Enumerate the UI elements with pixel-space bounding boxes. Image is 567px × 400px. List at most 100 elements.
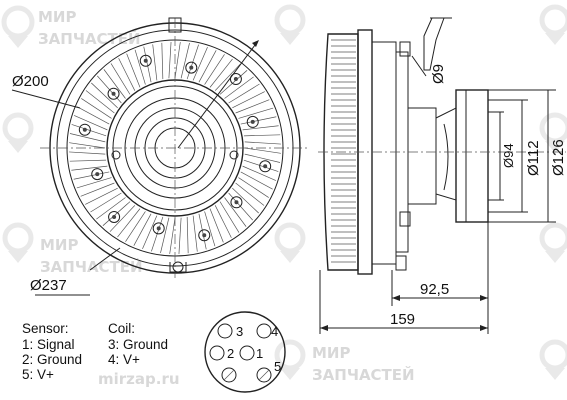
- dim-diameter-200: Ø200: [12, 73, 49, 90]
- front-bolts: [78, 54, 272, 242]
- dim-diameter-94: Ø94: [501, 143, 516, 168]
- connector-pin-1: [239, 345, 255, 361]
- fin: [160, 217, 170, 254]
- side-spring-curve: [443, 123, 449, 191]
- connector-pin-5-mark: [258, 369, 270, 381]
- watermark-text-mir: МИР: [38, 8, 76, 26]
- fin: [242, 125, 279, 131]
- side-coupling-taper: [435, 107, 457, 201]
- watermark-layer: МИР ЗАПЧАСТЕЙ МИР ЗАПЧАСТЕЙ: [1, 4, 567, 388]
- bolt: [185, 61, 198, 74]
- fin: [232, 187, 259, 214]
- watermark-text-mir: МИР: [312, 344, 350, 362]
- fin: [133, 213, 152, 246]
- watermark-logo-icon: [274, 339, 306, 380]
- bolt-center: [82, 127, 87, 132]
- watermark-logo-icon: [2, 222, 34, 263]
- fin: [152, 44, 158, 81]
- dim-200-leader: [11, 89, 81, 109]
- bolt: [259, 160, 272, 173]
- fin: [224, 197, 247, 227]
- connector-pin-4: [256, 323, 272, 339]
- fin: [238, 107, 274, 119]
- fin: [118, 58, 136, 91]
- fin: [85, 90, 115, 114]
- side-bolt-mid: [399, 211, 411, 227]
- fin: [243, 134, 281, 137]
- legend-sensor-title: Sensor:: [22, 321, 69, 336]
- hub-boss: [229, 150, 239, 160]
- connector-label-3: 3: [236, 324, 243, 339]
- fin: [240, 171, 273, 190]
- fin: [110, 63, 131, 95]
- fin: [224, 76, 254, 99]
- fin: [228, 83, 260, 104]
- fin: [232, 91, 265, 109]
- fin: [243, 159, 279, 172]
- fin: [81, 98, 112, 119]
- watermark-text-zapchastey: ЗАПЧАСТЕЙ: [38, 29, 141, 48]
- bolt-center: [202, 233, 207, 238]
- watermark-url: mirzap.ru: [98, 370, 180, 388]
- bolt-center: [112, 214, 117, 219]
- connector-label-1: 1: [256, 346, 263, 361]
- fin: [168, 42, 172, 79]
- connector-pin-blank: [221, 367, 237, 383]
- fin: [244, 147, 281, 154]
- bottom-tab: [169, 262, 187, 273]
- fin: [134, 49, 146, 85]
- side-mount-flange: [455, 89, 489, 223]
- fin: [219, 70, 248, 95]
- fin: [174, 42, 181, 79]
- connector-outline: [204, 311, 286, 393]
- connector-pin-5: [256, 367, 272, 383]
- fin: [96, 197, 126, 220]
- fin: [69, 151, 106, 155]
- fin: [219, 201, 240, 233]
- side-bracket: [423, 17, 445, 71]
- side-housing: [371, 41, 397, 265]
- side-coupling: [407, 107, 437, 205]
- bolt: [246, 115, 259, 128]
- fin: [235, 99, 270, 114]
- legend-sensor-pin: 5: V+: [22, 367, 54, 382]
- bolt-center: [250, 119, 255, 124]
- fin: [235, 182, 265, 206]
- bottom-tab-hole: [172, 261, 184, 273]
- bolt-center: [156, 226, 161, 231]
- bolt-center: [234, 200, 239, 205]
- bolt: [107, 87, 120, 100]
- fin: [192, 46, 208, 81]
- fin: [242, 165, 277, 181]
- hub-boss: [111, 150, 121, 160]
- watermark-logo-icon: [2, 112, 34, 153]
- fin: [198, 213, 207, 250]
- bolt: [108, 210, 121, 223]
- dim-diameter-112: Ø112: [525, 140, 542, 176]
- fin: [142, 215, 158, 250]
- bolt: [139, 54, 152, 67]
- watermark-logo-icon: [274, 222, 306, 263]
- radius-leader: [177, 44, 256, 149]
- legend-coil-title: Coil:: [108, 321, 135, 336]
- fin: [102, 201, 131, 226]
- bolt: [229, 73, 242, 86]
- fin: [192, 215, 198, 252]
- bolt: [78, 123, 91, 136]
- fin: [126, 53, 141, 88]
- watermark-logo-icon: [539, 339, 567, 380]
- bolt-center: [189, 65, 194, 70]
- bolt: [91, 168, 104, 181]
- connector-diagram: 3 4 2 1 5: [204, 311, 286, 393]
- side-view: Ø126 Ø112 Ø94 Ø9 92,5 159: [318, 17, 567, 334]
- fin: [69, 159, 107, 162]
- dim-diameter-126: Ø126: [550, 139, 567, 176]
- legend-sensor-pin: 2: Ground: [22, 352, 82, 367]
- fin: [125, 211, 146, 242]
- connector-pin-blank-mark: [223, 369, 235, 381]
- side-cooling-fins: [331, 39, 356, 263]
- watermark-text-zapchastey: ЗАПЧАСТЕЙ: [40, 257, 143, 276]
- bolt-center: [95, 172, 100, 177]
- fin: [178, 217, 182, 254]
